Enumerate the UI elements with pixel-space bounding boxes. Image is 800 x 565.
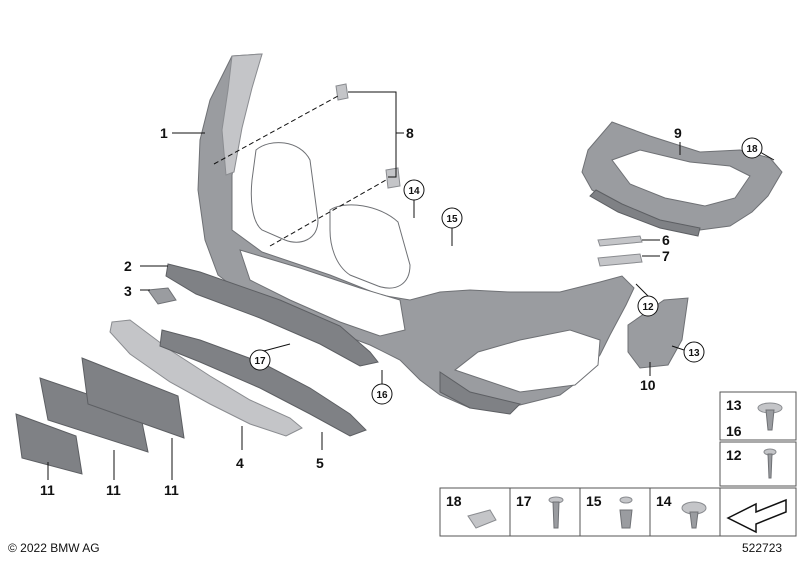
label-4: 4 — [236, 455, 244, 471]
label-11-c: 11 — [164, 482, 179, 498]
hardware-label-15: 15 — [586, 493, 602, 509]
label-11-a: 11 — [40, 482, 55, 498]
hardware-label-16: 16 — [726, 423, 742, 439]
clip-8-lower — [385, 167, 401, 189]
hardware-box-14 — [649, 487, 721, 537]
side-deflector-10 — [627, 297, 689, 369]
bolt-icon — [548, 496, 564, 529]
leader-lines — [47, 91, 775, 480]
svg-text:14: 14 — [408, 186, 420, 197]
svg-text:12: 12 — [642, 302, 654, 313]
hardware-box-17 — [509, 487, 581, 537]
plastic-rivet-icon — [619, 496, 633, 529]
svg-text:17: 17 — [254, 356, 266, 367]
label-11-b: 11 — [106, 482, 121, 498]
hardware-label-14: 14 — [656, 493, 672, 509]
label-3: 3 — [124, 283, 132, 299]
diagram-number: 522723 — [742, 541, 782, 555]
hardware-box-18 — [439, 487, 511, 537]
bracket-6 — [597, 235, 643, 247]
svg-text:18: 18 — [746, 144, 758, 155]
direction-arrow-icon — [726, 498, 787, 534]
circled-labels: 14 15 17 16 12 13 18 — [249, 137, 763, 405]
label-2: 2 — [124, 258, 132, 274]
label-9: 9 — [674, 125, 682, 141]
callout-17: 17 — [249, 349, 271, 371]
bumper-support-carrier — [581, 121, 783, 237]
hardware-box-13-16 — [719, 391, 797, 441]
label-8: 8 — [406, 125, 414, 141]
svg-text:15: 15 — [446, 214, 458, 225]
trim-strip-2 — [165, 263, 379, 367]
svg-text:13: 13 — [688, 348, 700, 359]
hardware-label-13: 13 — [726, 397, 742, 413]
collar-screw-icon — [681, 501, 707, 529]
spring-nut-icon — [467, 509, 497, 529]
hardware-label-12: 12 — [726, 447, 742, 463]
label-1: 1 — [160, 125, 168, 141]
callout-16: 16 — [371, 383, 393, 405]
label-10: 10 — [640, 377, 656, 393]
label-5: 5 — [316, 455, 324, 471]
callout-14: 14 — [403, 179, 425, 201]
callout-15: 15 — [441, 207, 463, 229]
callout-18: 18 — [741, 137, 763, 159]
hardware-label-17: 17 — [516, 493, 532, 509]
screw-icon — [763, 448, 777, 479]
plate-bracket-11-c — [81, 357, 185, 439]
hardware-legend: 13 16 12 18 17 15 — [439, 391, 797, 537]
copyright-text: © 2022 BMW AG — [8, 541, 100, 555]
bracket-3 — [147, 287, 177, 305]
spoiler-lip-4 — [109, 319, 303, 437]
clip-8-upper — [335, 83, 349, 101]
hardware-label-18: 18 — [446, 493, 462, 509]
svg-text:16: 16 — [376, 390, 388, 401]
label-7: 7 — [662, 248, 670, 264]
expanding-rivet-icon — [757, 402, 783, 431]
label-6: 6 — [662, 232, 670, 248]
hardware-box-15 — [579, 487, 651, 537]
callout-12: 12 — [637, 295, 659, 317]
hardware-box-12 — [719, 441, 797, 487]
part-number-labels: 1 2 3 4 5 6 7 8 9 10 11 11 11 — [40, 125, 682, 498]
callout-13: 13 — [683, 341, 705, 363]
plate-bracket-11-a — [15, 413, 83, 475]
bracket-7 — [597, 253, 643, 267]
